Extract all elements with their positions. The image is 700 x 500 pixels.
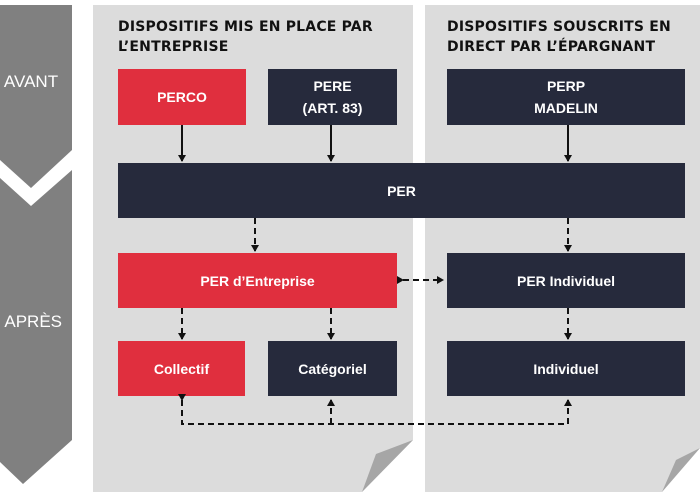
title-line: L’ENTREPRISE (118, 39, 229, 55)
page-fold-icon (362, 440, 413, 492)
box-categoriel: Catégoriel (268, 341, 397, 396)
title-line: DISPOSITIFS MIS EN PLACE PAR (118, 19, 373, 35)
box-per-entreprise: PER d’Entreprise (118, 253, 397, 308)
box-label: Collectif (153, 360, 210, 377)
box-label: Individuel (533, 360, 599, 377)
page-fold-icon (662, 448, 700, 492)
phase-arrow-after (0, 170, 72, 484)
individual-panel-title: DISPOSITIFS SOUSCRITS EN DIRECT PAR L’ÉP… (447, 17, 671, 57)
phase-arrow-before (0, 5, 72, 188)
box-label: PERE (313, 78, 352, 94)
title-line: DISPOSITIFS SOUSCRITS EN (447, 19, 671, 35)
transfer-link-bottom (178, 394, 572, 425)
phase-label-before: AVANT (3, 72, 59, 91)
title-line: DIRECT PAR L’ÉPARGNANT (447, 39, 656, 55)
box-label: PER (387, 182, 416, 199)
box-perco: PERCO (118, 69, 246, 125)
box-label: PER d’Entreprise (200, 272, 315, 289)
company-panel-title: DISPOSITIFS MIS EN PLACE PAR L’ENTREPRIS… (118, 17, 373, 57)
box-label: PER Individuel (516, 272, 615, 289)
phase-label-after: APRÈS (4, 312, 62, 331)
box-label: PERCO (157, 89, 207, 105)
box-label: MADELIN (534, 100, 598, 116)
box-pere: PERE (ART. 83) (268, 69, 397, 125)
box-label: Catégoriel (298, 360, 367, 377)
box-label: PERP (546, 78, 586, 94)
box-individuel: Individuel (447, 341, 685, 396)
box-per-individuel: PER Individuel (447, 253, 685, 308)
box-collectif: Collectif (118, 341, 245, 396)
box-perp-madelin: PERP MADELIN (447, 69, 685, 125)
box-label: (ART. 83) (302, 100, 363, 116)
box-per: PER (118, 163, 685, 218)
